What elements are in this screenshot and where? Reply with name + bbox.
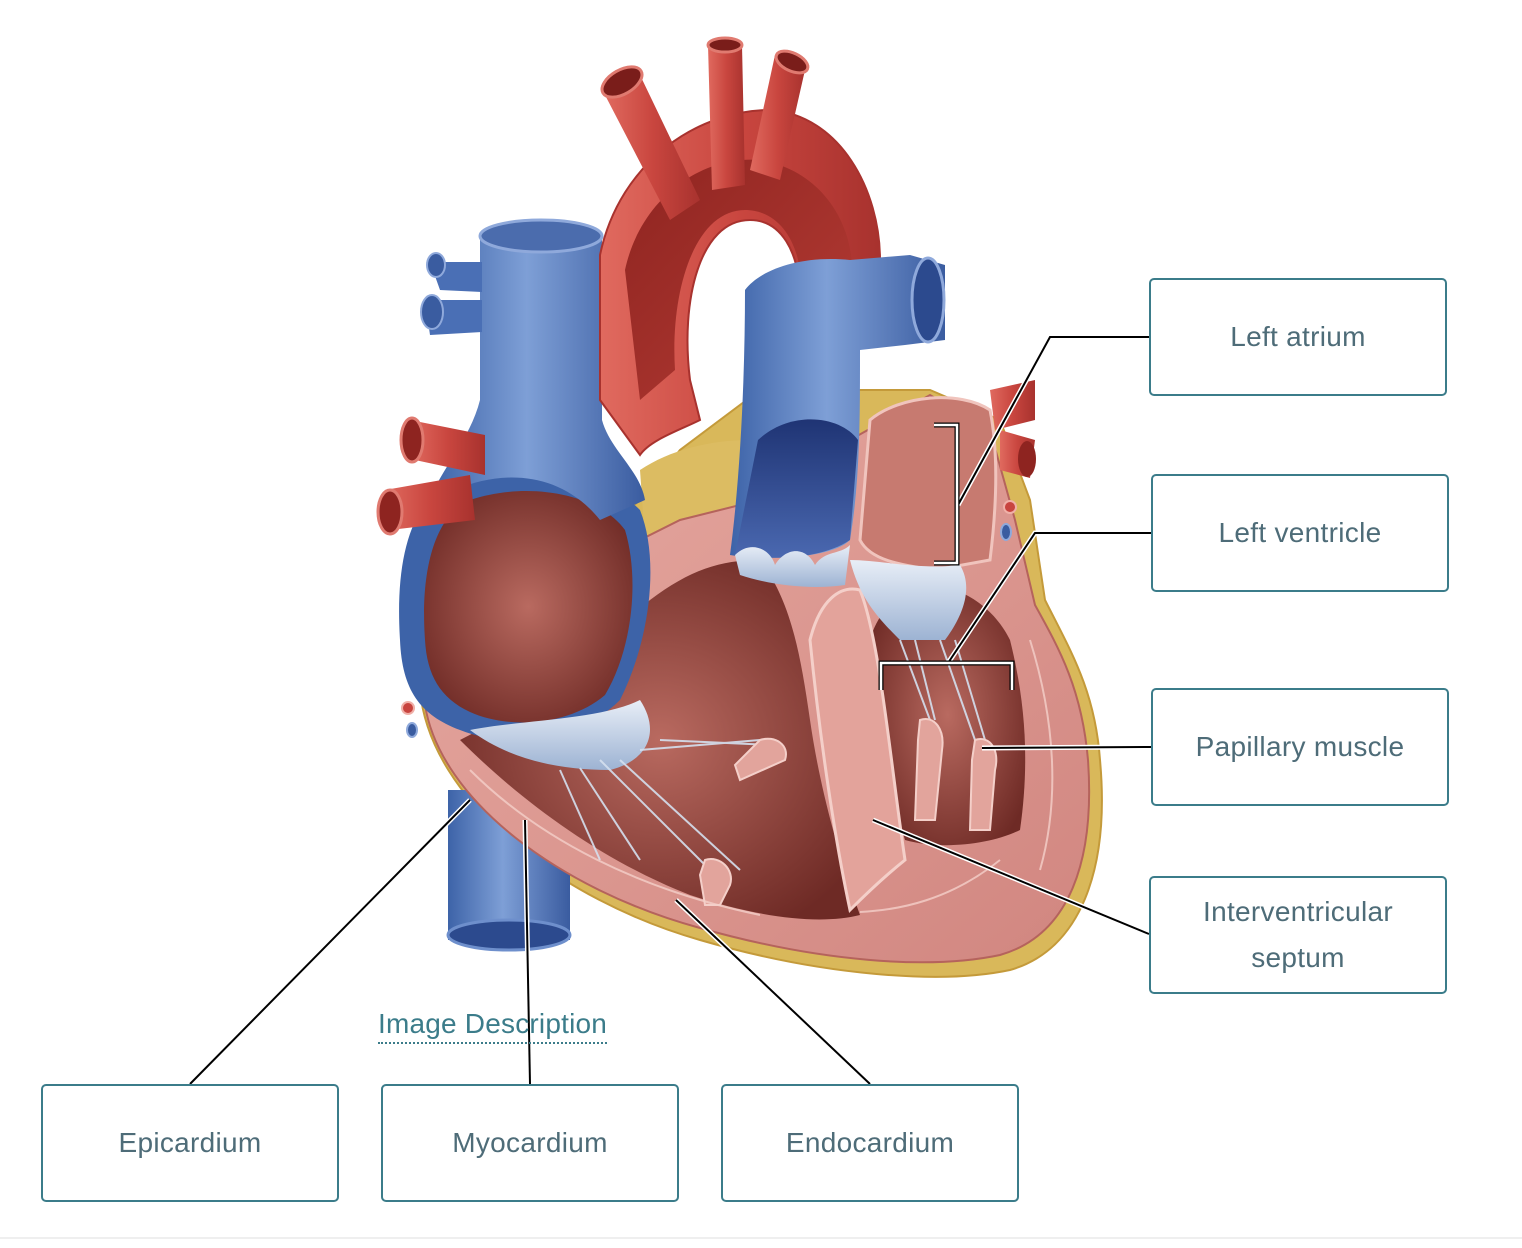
image-description-link[interactable]: Image Description xyxy=(378,1008,608,1044)
interventricular-septum-shape xyxy=(808,587,907,914)
label-box-papillary-muscle[interactable]: Papillary muscle xyxy=(1151,688,1449,806)
label-box-interventricular-septum[interactable]: Interventricular septum xyxy=(1149,876,1447,994)
label-box-myocardium[interactable]: Myocardium xyxy=(381,1084,679,1202)
label-box-left-ventricle[interactable]: Left ventricle xyxy=(1151,474,1449,592)
label-text: Left ventricle xyxy=(1218,517,1382,548)
label-text: Papillary muscle xyxy=(1195,731,1405,762)
label-box-left-atrium[interactable]: Left atrium xyxy=(1149,278,1447,396)
label-box-endocardium[interactable]: Endocardium xyxy=(721,1084,1019,1202)
right-ventricle-chamber xyxy=(460,560,860,920)
label-text: Epicardium xyxy=(118,1127,262,1158)
label-text: Interventricular septum xyxy=(1203,896,1393,973)
footer-divider xyxy=(0,1237,1522,1239)
leader-lines xyxy=(188,334,1152,1086)
left-atrium-region xyxy=(858,396,998,572)
label-text: Left atrium xyxy=(1230,321,1366,352)
label-text: Endocardium xyxy=(785,1127,955,1158)
label-text: Myocardium xyxy=(452,1127,608,1158)
label-box-epicardium[interactable]: Epicardium xyxy=(41,1084,339,1202)
